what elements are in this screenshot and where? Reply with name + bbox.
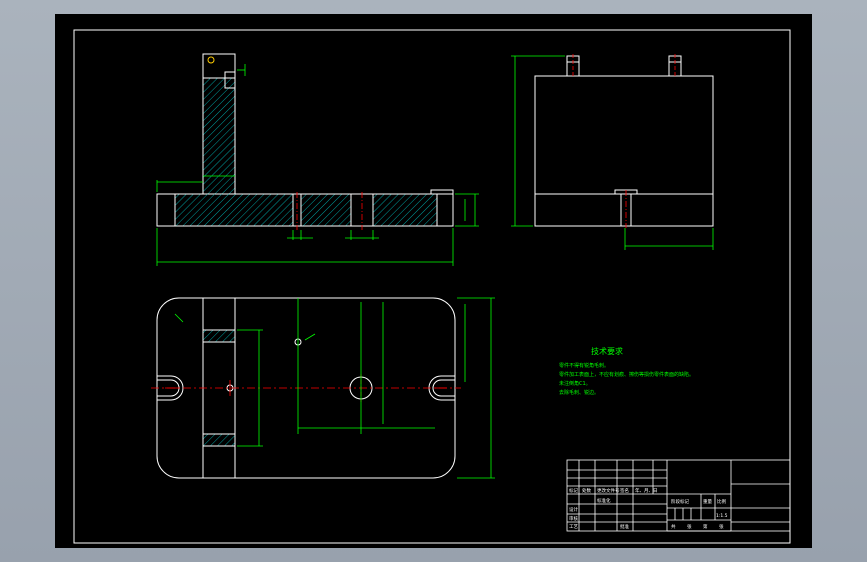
tb-std: 标准化 [597, 497, 611, 504]
tb-approve: 批准 [620, 523, 629, 530]
tech-note-3: 未注倒角C1。 [559, 380, 591, 387]
tb-scale: 比例 [717, 498, 726, 505]
tb-label-mark: 标记 [569, 487, 578, 494]
tb-label-review: 审核 [569, 515, 578, 522]
tb-sheet-total: 共 [671, 523, 676, 530]
tb-header-zone: 更改文件号 [597, 487, 620, 494]
side-view-dimensions [511, 55, 714, 250]
front-view [156, 53, 454, 227]
tb-sheet-unit-2: 张 [719, 523, 724, 530]
tb-scale-value: 1:1.5 [716, 513, 728, 519]
front-view-centerlines [296, 192, 363, 230]
tb-stage: 阶段标记 [671, 498, 689, 505]
tb-sheet-unit-1: 张 [687, 523, 692, 530]
tb-weight: 重量 [703, 498, 712, 505]
top-view-centerlines [151, 374, 461, 402]
front-view-dimensions [156, 64, 479, 266]
drawing-canvas: 技术要求 零件不得有锐角毛刺。 零件加工表面上，不应有划痕、擦伤等损伤零件表面的… [73, 29, 791, 544]
tb-header-date: 年、月、日 [635, 487, 658, 494]
tb-sheet-number: 第 [703, 523, 708, 530]
title-block [566, 459, 791, 532]
drawing-sheet: 技术要求 零件不得有锐角毛刺。 零件加工表面上，不应有划痕、擦伤等损伤零件表面的… [55, 14, 812, 548]
tech-notes: 技术要求 零件不得有锐角毛刺。 零件加工表面上，不应有划痕、擦伤等损伤零件表面的… [559, 346, 694, 396]
tech-note-1: 零件不得有锐角毛刺。 [559, 362, 609, 369]
tb-header-count: 处数 [582, 487, 591, 494]
tech-notes-title: 技术要求 [591, 346, 623, 356]
side-view-centerlines [572, 54, 676, 228]
tb-label-process: 工艺 [569, 524, 578, 530]
top-view-dimensions [174, 297, 495, 479]
tb-label-design: 设计 [569, 506, 578, 513]
side-view [534, 55, 714, 227]
tech-note-2: 零件加工表面上，不应有划痕、擦伤等损伤零件表面的缺陷。 [559, 371, 694, 378]
tb-header-sign: 签名 [620, 487, 629, 494]
title-block-text: 标记 设计 审核 工艺 处数 更改文件号 签名 年、月、日 标准化 批准 阶段标… [569, 487, 728, 530]
tech-note-4: 去除毛刺、锐边。 [559, 389, 599, 396]
drawing-border [73, 29, 791, 544]
